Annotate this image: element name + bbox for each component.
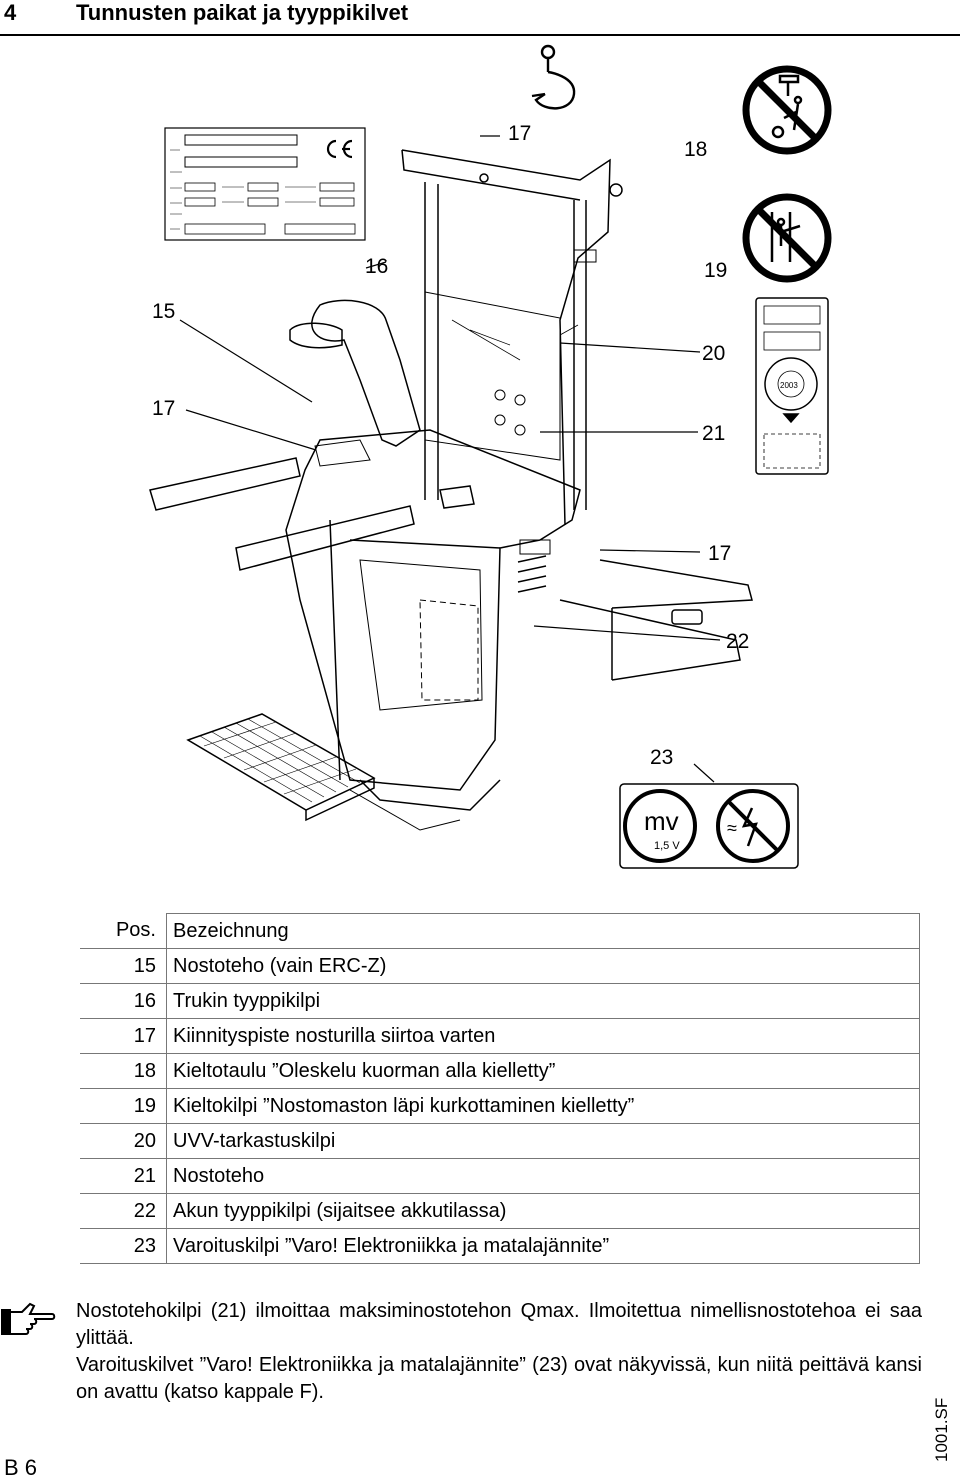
warning-limit-text: 1,5 V (654, 840, 680, 852)
row-label: Nostoteho (166, 1158, 920, 1194)
callout-19: 19 (704, 259, 727, 282)
mast (401, 149, 623, 526)
tiller-handle (289, 299, 421, 447)
uvv-inspection-plate (755, 297, 829, 475)
row-pos: 15 (80, 948, 167, 984)
row-label: Nostoteho (vain ERC-Z) (166, 948, 920, 984)
warning-approx-text: ≈ (727, 818, 737, 838)
platform (186, 713, 376, 822)
row-label: Kieltotaulu ”Oleskelu kuorman alla kiell… (166, 1053, 920, 1089)
callout-17-left: 17 (152, 397, 175, 420)
row-pos: 22 (80, 1193, 167, 1229)
row-pos: 16 (80, 983, 167, 1019)
note-paragraph-1: Nostotehokilpi (21) ilmoittaa maksiminos… (76, 1300, 922, 1349)
row-label: UVV-tarkastuskilpi (166, 1123, 920, 1159)
table-header-label: Bezeichnung (166, 913, 920, 949)
page-title: Tunnusten paikat ja tyyppikilvet (76, 0, 409, 25)
callout-22: 22 (726, 630, 749, 653)
leader-lines (179, 135, 721, 783)
row-pos: 19 (80, 1088, 167, 1124)
row-label: Kieltokilpi ”Nostomaston läpi kurkottami… (166, 1088, 920, 1124)
table-header-row: Pos. Bezeichnung (80, 913, 920, 949)
pointing-hand-icon (1, 1302, 56, 1335)
side-arms (149, 457, 415, 571)
callout-17-hook: 17 (508, 122, 531, 145)
low-voltage-warning-label (619, 783, 799, 869)
ce-mark-icon (326, 139, 353, 159)
callout-21: 21 (702, 422, 725, 445)
no-standing-under-load-icon (742, 65, 832, 155)
row-pos: 17 (80, 1018, 167, 1054)
row-label: Trukin tyyppikilpi (166, 983, 920, 1019)
forks (559, 559, 753, 681)
callout-23: 23 (650, 746, 673, 769)
row-label: Akun tyyppikilpi (sijaitsee akkutilassa) (166, 1193, 920, 1229)
warning-mv-text: mv (644, 806, 679, 836)
truck-body (285, 429, 581, 831)
page-number: B 6 (4, 1455, 38, 1480)
table-header-pos: Pos. (80, 913, 167, 949)
callout-15: 15 (152, 300, 175, 323)
truck-illustration: 15 16 17 17 17 18 19 20 21 22 23 mv 1,5 … (149, 44, 832, 869)
row-pos: 20 (80, 1123, 167, 1159)
crane-hook-icon (531, 44, 576, 110)
callout-18: 18 (684, 138, 707, 161)
row-label: Varoituskilpi ”Varo! Elektroniikka ja ma… (166, 1228, 920, 1264)
header-rule (0, 34, 960, 36)
callout-16: 16 (365, 255, 388, 278)
callout-17-right: 17 (708, 542, 731, 565)
note-text: Nostotehokilpi (21) ilmoittaa maksiminos… (76, 1298, 922, 1406)
uvv-year-text: 2003 (780, 381, 798, 390)
chapter-number: 4 (4, 0, 17, 25)
page-code: 1001.SF (932, 1397, 951, 1462)
row-pos: 18 (80, 1053, 167, 1089)
note-paragraph-2: Varoituskilvet ”Varo! Elektroniikka ja m… (76, 1354, 922, 1403)
row-pos: 23 (80, 1228, 167, 1264)
row-pos: 21 (80, 1158, 167, 1194)
truck-type-plate (164, 127, 366, 241)
no-reaching-through-mast-icon (742, 193, 832, 283)
callout-20: 20 (702, 342, 725, 365)
row-label: Kiinnityspiste nosturilla siirtoa varten (166, 1018, 920, 1054)
